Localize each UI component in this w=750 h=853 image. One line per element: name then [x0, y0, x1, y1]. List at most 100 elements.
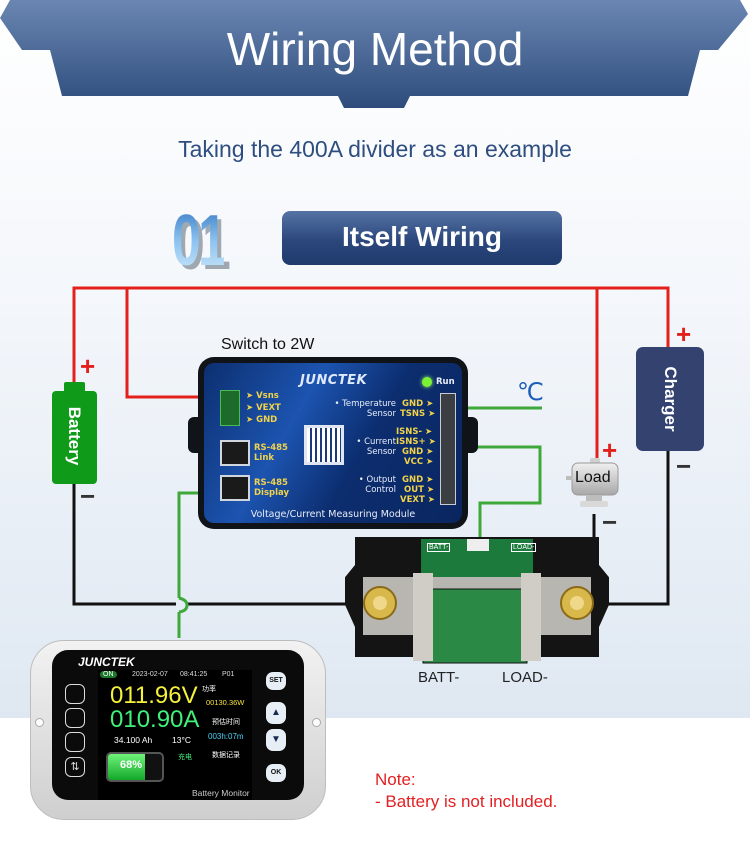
charger: Charger	[636, 347, 704, 451]
status-on-badge: ON	[100, 671, 117, 678]
current-sensor-group-label: • Current	[356, 437, 396, 447]
battery-minus-sign: −	[80, 481, 96, 511]
battery-body	[52, 391, 97, 484]
qr-code	[304, 425, 344, 465]
ok-button[interactable]: OK	[266, 764, 286, 782]
charger-label: Charger	[661, 366, 680, 432]
rs485-display-sublabel: Display	[254, 488, 290, 498]
shunt-body	[337, 537, 617, 664]
date-readout: 2023-02-07	[132, 671, 168, 678]
current-sense-cable	[446, 445, 542, 546]
pin-temp-gnd: GND ➤	[402, 399, 434, 409]
left-terminal-block	[220, 390, 240, 426]
current-sensor-group-sublabel: Sensor	[366, 447, 396, 457]
step-number: 01	[172, 201, 227, 281]
battery-plus-sign: +	[80, 351, 96, 381]
battery-gauge	[106, 752, 164, 782]
rs485-display-label: RS-485	[254, 478, 288, 488]
pin-current-gnd: GND ➤	[402, 447, 434, 457]
right-connector-strip	[440, 393, 456, 505]
capacity-readout: 34.100 Ah	[114, 735, 153, 745]
rs485-display-port[interactable]	[220, 475, 250, 501]
battery-percent: 68%	[120, 759, 143, 771]
pin-isns-minus: ISNS- ➤	[396, 427, 433, 437]
note: Note: - Battery is not included.	[375, 769, 557, 813]
side-button-transfer[interactable]: ⇅	[65, 757, 85, 777]
mount-hole-right	[312, 718, 321, 727]
time-readout: 08:41:25	[180, 671, 208, 678]
pin-vcc: VCC ➤	[404, 457, 434, 467]
time-estimate-label: 预估时间	[212, 719, 240, 726]
down-button[interactable]: ▼	[266, 729, 286, 751]
terminal-vext: ➤ VEXT	[246, 403, 281, 413]
side-button-alarm[interactable]	[65, 732, 85, 752]
pin-tsns: TSNS ➤	[400, 409, 436, 419]
negative-wire-charger	[594, 451, 670, 606]
rs485-link-sublabel: Link	[254, 453, 275, 463]
switch-note: Switch to 2W	[221, 336, 315, 353]
temp-sensor-group-label: • Temperature	[334, 399, 396, 409]
run-led	[422, 377, 432, 387]
battery-terminal	[64, 382, 85, 392]
temperature-readout: 13°C	[172, 735, 191, 745]
module-face: JUNCTEK Run ➤ Vsns ➤ VEXT ➤ GND RS-485 L…	[204, 363, 462, 523]
up-button[interactable]: ▲	[266, 702, 286, 724]
monitor-brand: JUNCTEK	[78, 655, 135, 669]
battery: Battery	[52, 382, 97, 484]
positive-wire-vsns	[125, 288, 224, 399]
load-label: Load	[575, 469, 611, 486]
set-button[interactable]: SET	[266, 672, 286, 690]
note-text: - Battery is not included.	[375, 792, 558, 811]
battery-gauge-fill	[108, 754, 145, 780]
pin-output-vext: VEXT ➤	[400, 495, 435, 505]
battery-monitor: JUNCTEK ⇅ ON 2023-02-07 08:41:25 P01 011…	[30, 640, 326, 820]
profile-readout: P01	[222, 671, 235, 678]
step-number-shadow: 01	[176, 204, 231, 286]
voltage-readout: 011.96V	[110, 682, 198, 709]
pin-isns-plus: ISNS+ ➤	[396, 437, 436, 447]
positive-wire-main	[72, 286, 670, 384]
module-brand: JUNCTEK	[300, 373, 368, 388]
display-cable-hop	[178, 596, 189, 614]
pin-out: OUT ➤	[404, 485, 435, 495]
pin-output-gnd: GND ➤	[402, 475, 434, 485]
load-terminal-label: LOAD-	[502, 669, 548, 686]
pcb-load-label: LOAD-	[511, 543, 537, 552]
shunt-divider: BATT- LOAD-	[337, 537, 617, 665]
terminal-vsns: ➤ Vsns	[246, 391, 279, 401]
battery-label: Battery	[65, 406, 84, 466]
charger-minus-sign: −	[676, 451, 692, 481]
page-subtitle: Taking the 400A divider as an example	[178, 136, 572, 162]
current-readout: 010.90A	[110, 706, 200, 733]
monitor-footer: Battery Monitor	[192, 788, 250, 798]
output-control-group-sublabel: Control	[365, 485, 396, 495]
side-button-battery[interactable]	[65, 684, 85, 704]
batt-terminal-label: BATT-	[418, 669, 460, 686]
terminal-gnd: ➤ GND	[246, 415, 278, 425]
run-label: Run	[436, 377, 455, 387]
charge-label: 充电	[178, 754, 192, 761]
load-motor: Load	[566, 458, 622, 514]
banner-shape	[0, 0, 748, 108]
power-value: 00130.36W	[206, 698, 245, 707]
pcb-batt-label: BATT-	[427, 543, 451, 552]
note-title: Note:	[375, 770, 416, 789]
motor-icon	[566, 458, 619, 507]
rs485-link-port[interactable]	[220, 440, 250, 466]
load-plus-sign: +	[602, 435, 618, 465]
page-title: Wiring Method	[226, 23, 524, 75]
header-banner: Wiring Method	[0, 0, 750, 155]
rs485-link-label: RS-485	[254, 443, 288, 453]
module-footer-label: Voltage/Current Measuring Module	[250, 509, 416, 520]
temp-sensor-group-sublabel: Sensor	[366, 409, 396, 419]
side-button-phone[interactable]	[65, 708, 85, 728]
negative-wire-battery	[72, 484, 176, 606]
output-control-group-label: • Output	[358, 475, 396, 485]
measuring-module: JUNCTEK Run ➤ Vsns ➤ VEXT ➤ GND RS-485 L…	[188, 357, 478, 529]
temperature-probe-label: ℃	[517, 379, 544, 406]
time-estimate-value: 003h:07m	[208, 732, 244, 741]
record-label: 数据记录	[212, 752, 240, 759]
step-title: Itself Wiring	[282, 211, 562, 265]
load-minus-sign: −	[602, 507, 618, 537]
mount-hole-left	[35, 718, 44, 727]
